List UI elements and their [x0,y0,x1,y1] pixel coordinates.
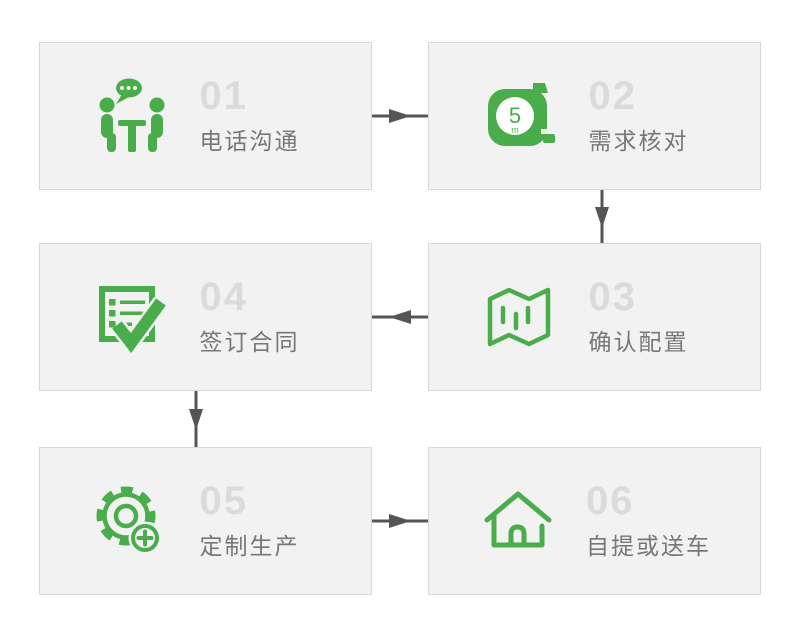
step-label: 确认配置 [588,329,689,355]
step-card-04: 04 签订合同 [39,243,372,391]
step-number: 02 [588,74,637,118]
step-label: 签订合同 [199,329,300,355]
step-label: 电话沟通 [199,128,300,154]
step-card-06: 06 自提或送车 [428,447,761,595]
house-icon [478,481,558,561]
step-label: 需求核对 [588,128,689,154]
step-card-03: 03 确认配置 [428,243,761,391]
arrow-down-icon [594,190,610,243]
step-card-01: 01 电话沟通 [39,42,372,190]
step-number: 05 [199,479,248,523]
arrow-right-icon [372,513,428,529]
arrow-left-icon [372,309,428,325]
checklist-check-icon [92,277,172,357]
map-icon [481,277,561,357]
arrow-down-icon [188,391,204,447]
step-number: 03 [588,275,637,319]
step-number: 01 [199,74,248,118]
svg-text:m: m [511,125,519,135]
tape-measure-icon: 5 m [481,76,561,156]
arrow-right-icon [372,108,428,124]
step-label: 定制生产 [199,533,300,559]
svg-text:5: 5 [508,103,520,128]
step-card-02: 5 m 02 需求核对 [428,42,761,190]
step-label: 自提或送车 [586,533,711,559]
meeting-icon [92,76,172,156]
step-card-05: 05 定制生产 [39,447,372,595]
gear-plus-icon [92,481,172,561]
step-number: 04 [199,275,248,319]
step-number: 06 [586,479,635,523]
